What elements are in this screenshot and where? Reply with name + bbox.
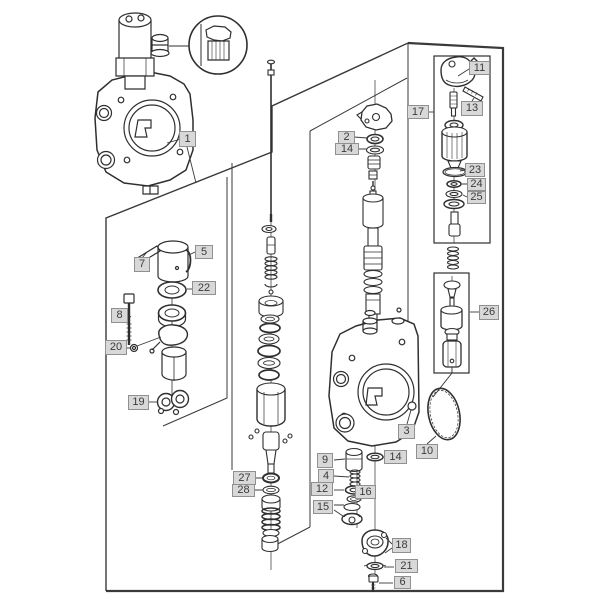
detent-body	[161, 346, 187, 381]
solenoid-tower	[115, 12, 155, 90]
callout-4[interactable]: 4	[318, 469, 334, 483]
callout-26[interactable]: 26	[479, 305, 499, 320]
callout-10[interactable]: 10	[416, 444, 438, 459]
coupler	[368, 170, 378, 180]
callout-25[interactable]: 25	[467, 191, 486, 204]
nut-20	[129, 343, 139, 353]
long-rod	[266, 59, 276, 222]
fitting	[367, 155, 381, 170]
callout-15[interactable]: 15	[313, 500, 333, 514]
callout-11[interactable]: 11	[469, 61, 490, 75]
seal-ring-22	[157, 281, 187, 299]
callout-18[interactable]: 18	[392, 538, 411, 553]
main-valve-body-bottom	[328, 307, 461, 447]
bottom-cup	[261, 534, 279, 553]
pressure-cap	[150, 33, 170, 58]
bolt-6	[367, 573, 379, 592]
bottom-parts-column	[341, 446, 389, 592]
plug-9	[345, 447, 363, 473]
callout-28[interactable]: 28	[232, 484, 255, 497]
o-ring-10	[427, 387, 461, 441]
spring-between-boxes	[446, 246, 460, 270]
plunger-tube	[442, 327, 462, 368]
callout-14-lower[interactable]: 14	[384, 450, 407, 464]
top-fittings	[362, 307, 405, 335]
end-cap-18	[361, 529, 389, 557]
callout-22[interactable]: 22	[192, 281, 216, 295]
callout-1[interactable]: 1	[179, 131, 196, 147]
washer-24	[446, 180, 462, 188]
washer-2	[366, 133, 384, 145]
solenoid-cartridge	[441, 126, 468, 169]
cap-ring	[443, 198, 465, 210]
plug-3	[407, 401, 417, 411]
poppet	[443, 280, 461, 308]
callout-8[interactable]: 8	[111, 308, 128, 323]
callout-20[interactable]: 20	[105, 340, 127, 355]
seal-14-upper	[365, 145, 385, 155]
bolt-8	[123, 293, 135, 345]
callout-13[interactable]: 13	[461, 101, 483, 116]
detent-housing	[256, 382, 286, 427]
snap-ring	[264, 283, 278, 288]
ball	[268, 289, 274, 295]
callout-6[interactable]: 6	[394, 576, 411, 589]
detail-inset-circle	[188, 15, 248, 75]
callout-24[interactable]: 24	[467, 178, 486, 191]
callout-5[interactable]: 5	[195, 245, 213, 259]
callout-7[interactable]: 7	[134, 257, 150, 272]
ring-27	[262, 472, 280, 484]
pin	[266, 236, 276, 255]
stem-assembly	[448, 211, 461, 237]
lower-spring	[261, 507, 281, 532]
cap-15	[341, 502, 363, 526]
main-valve-body-top	[94, 12, 194, 195]
washer	[261, 224, 277, 234]
callout-3[interactable]: 3	[398, 424, 415, 439]
center-right-column	[356, 80, 393, 330]
center-parts-column	[248, 59, 293, 570]
ring-stack	[257, 314, 281, 381]
collar-ring	[157, 304, 187, 328]
cylinder-5	[157, 240, 192, 283]
callout-27[interactable]: 27	[233, 471, 256, 485]
body-port-detail	[134, 119, 152, 138]
spring	[264, 256, 278, 280]
cup	[258, 295, 284, 318]
cover-plate	[356, 103, 393, 131]
callout-12[interactable]: 12	[311, 482, 333, 496]
callout-23[interactable]: 23	[465, 163, 485, 177]
seal-25	[445, 189, 463, 199]
spring-4	[349, 469, 361, 487]
callout-9[interactable]: 9	[317, 453, 333, 468]
leader-lines	[127, 68, 479, 584]
callout-19[interactable]: 19	[128, 395, 149, 410]
spacer-cylinder	[440, 305, 463, 331]
callout-14-upper[interactable]: 14	[335, 143, 359, 155]
washer-21	[363, 561, 387, 571]
retainer-clip	[149, 324, 189, 354]
callout-16[interactable]: 16	[355, 485, 376, 499]
callout-21[interactable]: 21	[395, 559, 418, 573]
valve-stem	[449, 91, 458, 117]
spool-with-balls	[248, 428, 293, 474]
ring-28	[262, 485, 280, 495]
clamp-19	[156, 389, 190, 416]
callout-17[interactable]: 17	[407, 105, 429, 119]
group-box-17	[433, 55, 491, 244]
left-parts-column	[123, 240, 192, 416]
washer-14-lower	[366, 452, 384, 462]
main-spool	[362, 193, 384, 329]
